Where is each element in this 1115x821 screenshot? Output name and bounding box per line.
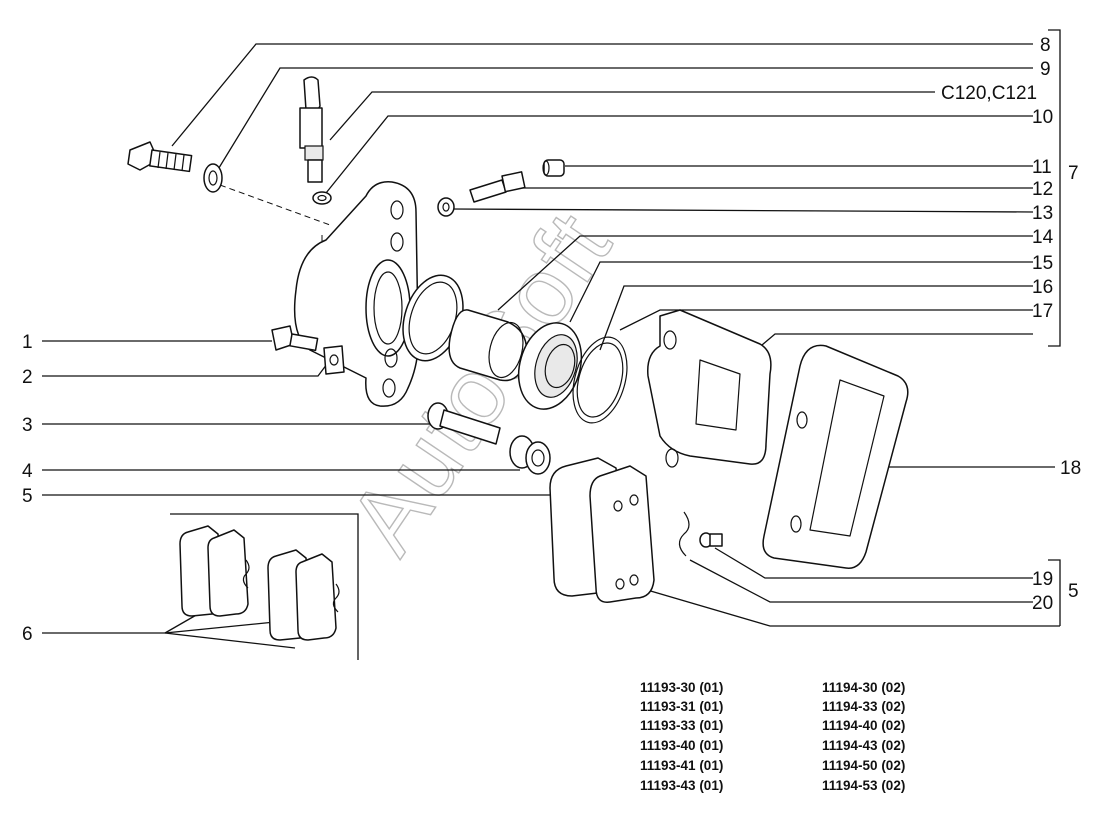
support-frame	[762, 344, 909, 569]
callout-20: 20	[1032, 593, 1053, 614]
pad-set-inset	[179, 525, 340, 641]
bleeder-screw	[469, 171, 526, 203]
callout-8: 8	[1040, 35, 1051, 56]
callout-labels: 8 9 C120,C121 10 11 12 13 14 15 16 17 7 …	[22, 35, 1081, 645]
callout-7: 7	[1068, 163, 1079, 184]
callout-18: 18	[1060, 458, 1081, 479]
code-left-2: 11193-31 (01)	[640, 699, 723, 714]
caliper-bracket	[647, 309, 772, 468]
code-left-4: 11193-40 (01)	[640, 738, 723, 753]
code-left-6: 11193-43 (01)	[640, 778, 723, 793]
code-right-2: 11194-33 (02)	[822, 699, 905, 714]
sensor	[299, 76, 324, 183]
code-right-1: 11194-30 (02)	[822, 680, 905, 695]
callout-sensor: C120,C121	[941, 83, 1037, 104]
caliper-body	[293, 181, 420, 407]
callout-5-group: 5	[1068, 581, 1079, 602]
callout-3: 3	[22, 415, 33, 436]
code-left-5: 11193-41 (01)	[640, 758, 723, 773]
bleeder-cap	[542, 159, 565, 177]
washer	[203, 163, 223, 193]
code-left-3: 11193-33 (01)	[640, 718, 723, 733]
callout-1: 1	[22, 332, 33, 353]
piston	[448, 309, 528, 382]
callout-16: 16	[1032, 277, 1053, 298]
lock-plate	[323, 345, 345, 375]
code-right-5: 11194-50 (02)	[822, 758, 905, 773]
pin-boot	[509, 435, 551, 475]
brake-pads	[549, 457, 655, 603]
callout-5: 5	[22, 486, 33, 507]
callout-10: 10	[1032, 107, 1053, 128]
mounting-bolt	[271, 325, 319, 352]
callout-11: 11	[1032, 157, 1052, 178]
callout-14: 14	[1032, 227, 1054, 248]
callout-12: 12	[1032, 179, 1053, 200]
code-left-1: 11193-30 (01)	[640, 680, 723, 695]
callout-2: 2	[22, 367, 33, 388]
callout-15: 15	[1032, 253, 1053, 274]
callout-4: 4	[22, 461, 33, 482]
callout-13: 13	[1032, 203, 1053, 224]
code-right-3: 11194-40 (02)	[822, 718, 905, 733]
pad-spring-clip	[678, 511, 690, 557]
callout-19: 19	[1032, 569, 1053, 590]
plug-nut	[437, 197, 455, 217]
code-right-6: 11194-53 (02)	[822, 778, 905, 793]
pad-pin	[699, 532, 723, 548]
guide-pin	[427, 402, 501, 445]
piston-boot	[517, 322, 583, 410]
code-right-4: 11194-43 (02)	[822, 738, 905, 753]
applicability-table: 11193-30 (01) 11193-31 (01) 11193-33 (01…	[640, 680, 905, 793]
callout-9: 9	[1040, 59, 1051, 80]
banjo-bolt	[127, 141, 193, 173]
callout-6: 6	[22, 624, 33, 645]
callout-17: 17	[1032, 301, 1053, 322]
retaining-ring	[572, 336, 628, 424]
seal-washer	[312, 191, 332, 205]
